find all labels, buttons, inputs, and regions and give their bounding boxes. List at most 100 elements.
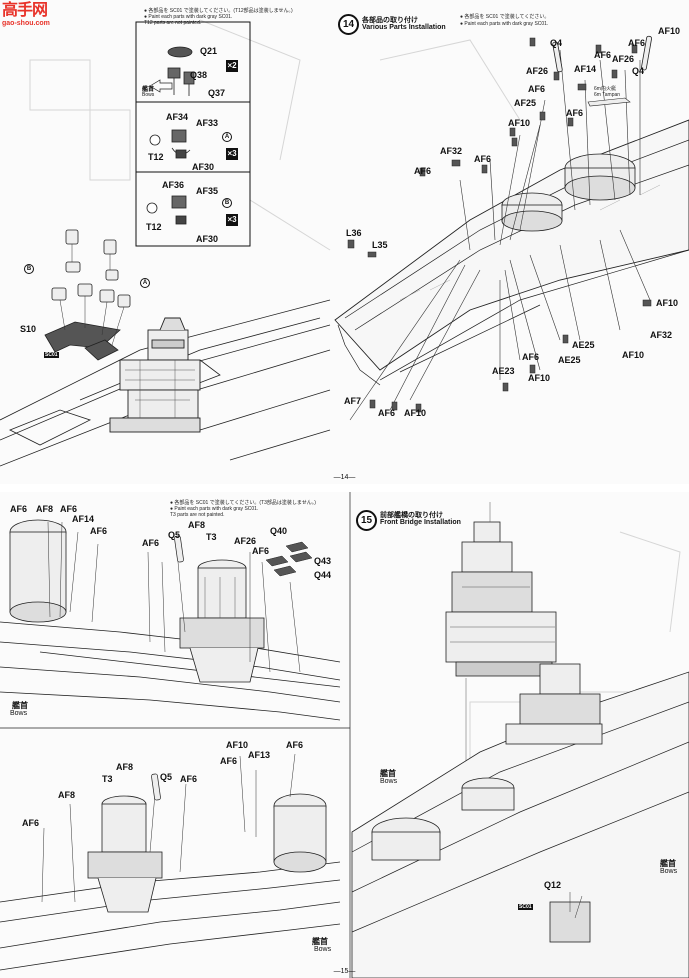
mark-a: A [140,278,150,288]
label-af10: AF10 [226,740,249,750]
label-af26: AF26 [526,66,549,76]
label-af8: AF8 [188,520,206,530]
page-14-artwork [0,19,689,467]
label-af10: AF10 [508,118,531,128]
label-af6: AF6 [220,756,238,766]
step-note-ja: ● 各部品を SC01 で塗装してください。 [460,14,550,20]
page-separator [0,484,689,492]
label-af6: AF6 [566,108,584,118]
page-15: ● 各部品を SC01 で塗装してください。(T3部品は塗装しません。) ● P… [0,492,689,978]
bows-ja: 艦首 [380,769,396,778]
page-number: —14— [333,474,356,481]
label-af6: AF6 [90,526,108,536]
page-14: 高手网 gao-shou.com ● 各部品を SC01 で塗装してください。(… [0,0,689,484]
label-af30: AF30 [196,234,219,244]
p15-note-en2: T3 parts are not painted. [170,512,225,518]
p14-note-ja: ● 各部品を SC01 で塗装してください。(T12部品は塗装しません。) [144,8,293,14]
label-af25: AF25 [514,98,537,108]
multiplier-badge: ×3 [226,148,238,160]
p15-note-en1: ● Paint each parts with dark gray SC01. [170,506,259,512]
watermark-logo: 高手网 gao-shou.com [2,2,50,27]
watermark-site: gao-shou.com [2,20,50,27]
label-ae25: AE25 [558,355,581,365]
mark-b: B [24,264,34,274]
launch-label-en: 6m Tampan [594,92,621,98]
label-af6: AF6 [594,50,612,60]
label-af30: AF30 [192,162,215,172]
paint-tag-sc01: SC01 [518,904,533,910]
label-q5: Q5 [160,772,173,782]
label-af6: AF6 [522,352,540,362]
bows-en: Bows [314,946,332,953]
mark-b: B [222,198,232,208]
label-q4: Q4 [550,38,563,48]
paint-tag-sc01: SC01 [44,352,59,358]
label-s10: S10 [20,324,37,334]
bows-ja: 艦首 [660,859,676,868]
label-q37: Q37 [208,88,226,98]
label-af6: AF6 [142,538,160,548]
label-ae23: AE23 [492,366,515,376]
label-q4: Q4 [632,66,645,76]
p15-note-ja: ● 各部品を SC01 で塗装してください。(T3部品は塗装しません。) [170,500,316,506]
label-af10: AF10 [528,373,551,383]
label-q21: Q21 [200,46,218,56]
label-af10: AF10 [404,408,427,418]
label-af8: AF8 [36,504,54,514]
p14-note-en2: T12 parts are not painted. [144,20,202,26]
page-number: —15— [333,968,356,975]
label-af10: AF10 [656,298,679,308]
step-number: 14 [338,14,359,35]
step-note-en: ● Paint each parts with dark gray SC01. [460,21,549,27]
multiplier-badge: ×3 [226,214,238,226]
label-q43: Q43 [314,556,332,566]
mark-a: A [222,132,232,142]
label-t3: T3 [102,774,113,784]
label-af6: AF6 [180,774,198,784]
launch-label-ja: 6m内火艇 [594,86,616,92]
label-af8: AF8 [58,790,76,800]
bows-en: Bows [10,710,28,717]
label-af8: AF8 [116,762,134,772]
label-ae25: AE25 [572,340,595,350]
label-af33: AF33 [196,118,219,128]
label-af6: AF6 [414,166,432,176]
label-q38: Q38 [190,70,208,80]
label-af26: AF26 [612,54,635,64]
label-af14: AF14 [72,514,95,524]
label-af32: AF32 [440,146,463,156]
bows-en: Bows [142,92,155,98]
bows-en: Bows [380,778,398,785]
label-af26: AF26 [234,536,257,546]
label-af6: AF6 [22,818,40,828]
label-q5: Q5 [168,530,181,540]
bows-ja: 艦首 [312,937,328,946]
label-af36: AF36 [162,180,185,190]
label-af6: AF6 [60,504,78,514]
label-af6: AF6 [628,38,646,48]
label-l36: L36 [346,228,362,238]
label-af6: AF6 [286,740,304,750]
label-af6: AF6 [474,154,492,164]
step-title-en: Various Parts Installation [362,24,446,31]
label-t3: T3 [206,532,217,542]
label-af13: AF13 [248,750,271,760]
label-af6: AF6 [528,84,546,94]
label-af6: AF6 [252,546,270,556]
page-15-artwork [0,492,689,978]
label-af7: AF7 [344,396,362,406]
p14-note-en1: ● Paint each parts with dark gray SC01. [144,14,233,20]
label-af34: AF34 [166,112,189,122]
label-t12: T12 [148,152,164,162]
multiplier-badge: ×2 [226,60,238,72]
label-af35: AF35 [196,186,219,196]
step-number: 15 [356,510,377,531]
step-title-en: Front Bridge Installation [380,519,461,526]
label-q44: Q44 [314,570,332,580]
bows-ja: 艦首 [142,87,155,93]
watermark-logo-text: 高手网 [2,2,48,19]
bows-ja: 艦首 [12,701,28,710]
label-af32: AF32 [650,330,673,340]
step-title-ja: 各部品の取り付け [362,17,418,24]
label-l35: L35 [372,240,388,250]
